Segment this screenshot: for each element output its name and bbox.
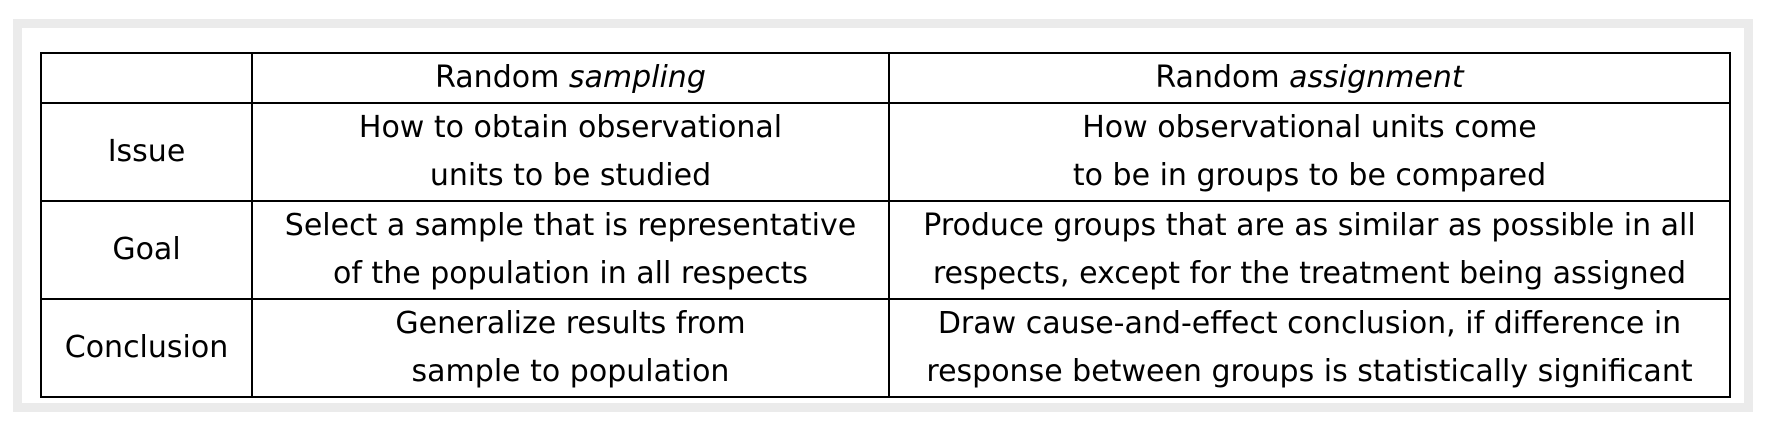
cell-line: Produce groups that are as similar as po…	[923, 208, 1696, 243]
sampling-cell: How to obtain observational units to be …	[251, 102, 890, 202]
figure-canvas: Random sampling Random assignment Issue …	[22, 28, 1744, 403]
cell-line: Draw cause-and-effect conclusion, if dif…	[937, 306, 1682, 341]
cell-line: How to obtain observational	[358, 110, 783, 145]
assignment-cell: Produce groups that are as similar as po…	[888, 200, 1731, 300]
figure-frame: Random sampling Random assignment Issue …	[13, 19, 1753, 412]
cell-line: Generalize results from	[395, 306, 746, 341]
table-row-conclusion: Conclusion Generalize results from sampl…	[40, 298, 1731, 398]
table-row-goal: Goal Select a sample that is representat…	[40, 200, 1731, 300]
sampling-cell: Generalize results from sample to popula…	[251, 298, 890, 398]
comparison-table: Random sampling Random assignment Issue …	[40, 52, 1731, 398]
cell-line: response between groups is statistically…	[926, 354, 1693, 389]
row-label: Goal	[40, 200, 253, 300]
cell-line: How observational units come	[1082, 110, 1537, 145]
table-row-issue: Issue How to obtain observational units …	[40, 102, 1731, 202]
header-assignment-italic: assignment	[1289, 60, 1464, 95]
header-assignment-plain: Random	[1155, 60, 1290, 95]
cell-line: of the population in all respects	[332, 256, 809, 291]
header-random-sampling: Random sampling	[251, 52, 890, 104]
cell-line: units to be studied	[429, 158, 712, 193]
cell-line: respects, except for the treatment being…	[932, 256, 1687, 291]
cell-line: sample to population	[411, 354, 730, 389]
header-sampling-italic: sampling	[568, 60, 706, 95]
sampling-cell: Select a sample that is representative o…	[251, 200, 890, 300]
header-empty-cell	[40, 52, 253, 104]
cell-line: Select a sample that is representative	[284, 208, 857, 243]
assignment-cell: How observational units come to be in gr…	[888, 102, 1731, 202]
row-label: Conclusion	[40, 298, 253, 398]
assignment-cell: Draw cause-and-effect conclusion, if dif…	[888, 298, 1731, 398]
header-row: Random sampling Random assignment	[40, 52, 1731, 104]
cell-line: to be in groups to be compared	[1072, 158, 1547, 193]
header-sampling-plain: Random	[435, 60, 569, 95]
row-label: Issue	[40, 102, 253, 202]
header-random-assignment: Random assignment	[888, 52, 1731, 104]
